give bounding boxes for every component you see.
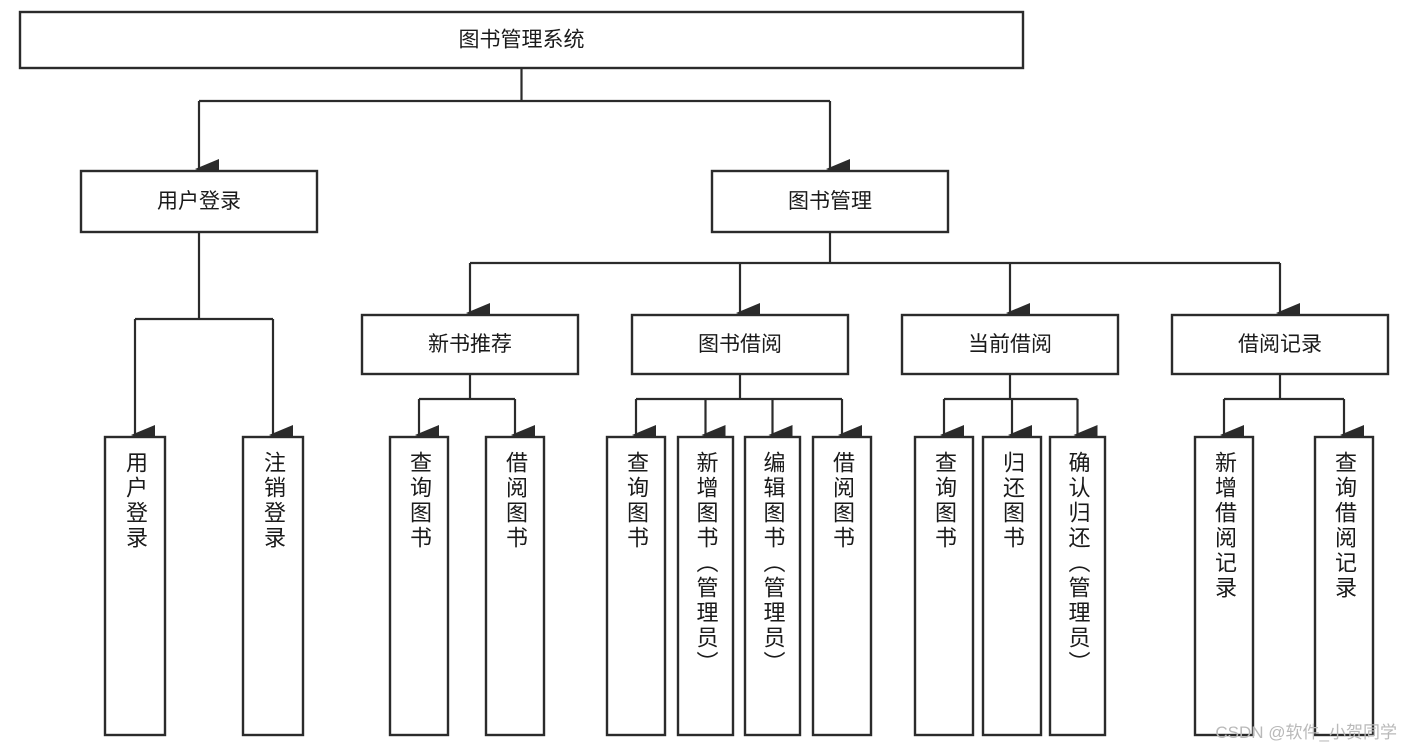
node-label-query-book-current: 查询图书: [932, 451, 957, 551]
node-label-wrap-query-book-rec: 查询图书: [390, 437, 448, 735]
node-label-return-book: 归还图书: [1000, 451, 1025, 551]
node-box-book-borrow[interactable]: [630, 313, 850, 376]
node-box-query-book-current[interactable]: [913, 435, 975, 737]
node-box-user-login[interactable]: [79, 169, 319, 234]
node-box-root[interactable]: [18, 10, 1025, 70]
node-box-edit-book-admin[interactable]: [743, 435, 802, 737]
node-box-borrow-record[interactable]: [1170, 313, 1390, 376]
node-label-add-book-admin: 新增图书（管理员）: [693, 451, 719, 676]
node-label-wrap-confirm-return-admin: 确认归还（管理员）: [1050, 437, 1105, 735]
node-label-wrap-query-borrow-record: 查询借阅记录: [1315, 437, 1373, 735]
node-label-wrap-edit-book-admin: 编辑图书（管理员）: [745, 437, 800, 735]
node-box-add-book-admin[interactable]: [676, 435, 735, 737]
node-box-new-book-recommend[interactable]: [360, 313, 580, 376]
node-label-current-borrow: 当前借阅: [968, 333, 1052, 356]
node-box-borrow-book-do[interactable]: [811, 435, 873, 737]
node-box-add-borrow-record[interactable]: [1193, 435, 1255, 737]
node-label-wrap-borrow-book-rec: 借阅图书: [486, 437, 544, 735]
node-label-query-book-rec: 查询图书: [407, 451, 432, 551]
node-box-borrow-book-rec[interactable]: [484, 435, 546, 737]
connector-layer: [130, 68, 1365, 446]
node-box-query-book-borrow[interactable]: [605, 435, 667, 737]
node-box-user-login-do[interactable]: [103, 435, 167, 737]
node-box-confirm-return-admin[interactable]: [1048, 435, 1107, 737]
node-label-edit-book-admin: 编辑图书（管理员）: [760, 451, 786, 676]
node-label-root: 图书管理系统: [459, 29, 585, 52]
node-box-query-borrow-record[interactable]: [1313, 435, 1375, 737]
node-label-book-management: 图书管理: [788, 190, 872, 213]
node-label-confirm-return-admin: 确认归还（管理员）: [1065, 451, 1091, 676]
node-label-user-login-do: 用户登录: [123, 451, 148, 551]
node-label-query-borrow-record: 查询借阅记录: [1332, 451, 1357, 601]
node-label-wrap-user-login-do: 用户登录: [105, 437, 165, 735]
node-label-wrap-borrow-book-do: 借阅图书: [813, 437, 871, 735]
node-label-wrap-add-book-admin: 新增图书（管理员）: [678, 437, 733, 735]
node-box-current-borrow[interactable]: [900, 313, 1120, 376]
node-label-new-book-recommend: 新书推荐: [428, 333, 512, 356]
node-box-user-logout[interactable]: [241, 435, 305, 737]
node-label-wrap-add-borrow-record: 新增借阅记录: [1195, 437, 1253, 735]
node-label-wrap-query-book-current: 查询图书: [915, 437, 973, 735]
node-label-add-borrow-record: 新增借阅记录: [1212, 451, 1237, 601]
node-label-query-book-borrow: 查询图书: [624, 451, 649, 551]
node-label-user-login: 用户登录: [157, 190, 241, 213]
node-box-query-book-rec[interactable]: [388, 435, 450, 737]
node-box-book-management[interactable]: [710, 169, 950, 234]
node-label-book-borrow: 图书借阅: [698, 333, 782, 356]
node-label-wrap-user-logout: 注销登录: [243, 437, 303, 735]
node-label-wrap-return-book: 归还图书: [983, 437, 1041, 735]
node-label-wrap-query-book-borrow: 查询图书: [607, 437, 665, 735]
node-label-borrow-record: 借阅记录: [1238, 333, 1322, 356]
node-label-borrow-book-rec: 借阅图书: [503, 451, 528, 551]
node-label-borrow-book-do: 借阅图书: [830, 451, 855, 551]
node-box-return-book[interactable]: [981, 435, 1043, 737]
node-label-user-logout: 注销登录: [261, 451, 286, 551]
